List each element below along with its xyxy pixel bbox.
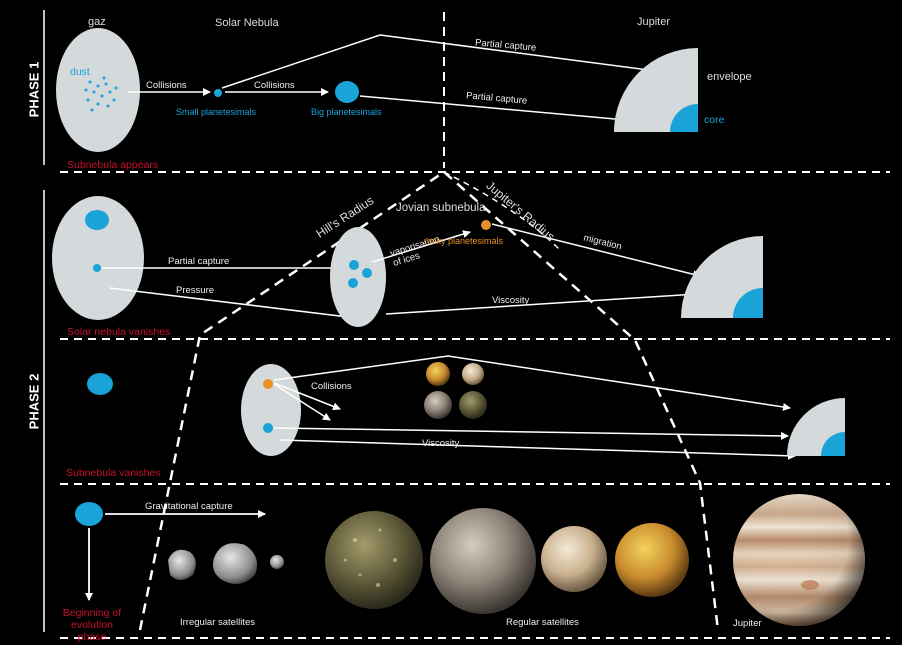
jupiters-radius-boundary xyxy=(443,171,561,251)
small-planetesimals-label: Small planetesimals xyxy=(176,107,257,117)
viscosity-label-p2b: Viscosity xyxy=(422,438,460,449)
moon-callisto xyxy=(325,511,423,609)
irregular-satellite-1 xyxy=(168,549,196,580)
subnebula-appears-label: Subnebula appears xyxy=(67,159,159,171)
arrow-collisions-p2b-a xyxy=(273,382,341,411)
irregular-satellites-label: Irregular satellites xyxy=(180,617,255,628)
jupiter-core-quarter xyxy=(670,104,698,132)
arrow-viscosity-p2a xyxy=(385,289,713,315)
collisions-label-p2b: Collisions xyxy=(311,381,352,392)
rocky-planetesimal xyxy=(481,220,491,230)
regular-satellites-label: Regular satellites xyxy=(506,617,579,628)
jupiter-core-p2a xyxy=(733,288,763,318)
dust-particles xyxy=(84,76,118,112)
jupiter-label-bottom: Jupiter xyxy=(733,618,762,629)
arrow-vaporisation xyxy=(371,230,471,263)
arrow-pressure xyxy=(109,287,357,322)
subnebula-planetesimal-2 xyxy=(362,268,372,278)
icy-planetesimal-p2b xyxy=(263,423,273,433)
header-gaz: gaz xyxy=(88,16,106,28)
phase1-label: PHASE 1 xyxy=(26,61,42,118)
rocky-planetesimals-label: rocky planetesimals xyxy=(424,236,504,246)
jupiter-shading xyxy=(733,494,865,626)
frame-border xyxy=(7,7,895,638)
irregular-satellite-3 xyxy=(270,555,284,569)
jovian-subnebula-cloud xyxy=(330,227,386,327)
big-planetesimals-label: Big planetesimals xyxy=(311,107,382,117)
pressure-label: Pressure xyxy=(176,285,215,296)
moon-ganymede-small xyxy=(424,391,452,419)
phase2-label: PHASE 2 xyxy=(26,373,42,430)
collisions-label-1: Collisions xyxy=(146,80,187,91)
moon-ganymede xyxy=(430,508,536,614)
envelope-label: envelope xyxy=(707,71,752,83)
arrow-viscosity-p2b xyxy=(279,439,796,460)
small-planetesimal xyxy=(214,89,222,97)
jupiter-envelope-quarter xyxy=(614,48,698,132)
beginning-evolution-label: Beginning of evolution phase xyxy=(62,607,122,643)
jupiter-core-p2b xyxy=(821,432,845,456)
core-label: core xyxy=(704,114,725,126)
viscosity-label-p2a: Viscosity xyxy=(492,295,530,306)
remnant-blob xyxy=(87,373,113,395)
header-solar-nebula: Solar Nebula xyxy=(215,17,279,29)
moon-callisto-small xyxy=(459,391,487,419)
arrow-partial-capture-1 xyxy=(221,34,665,89)
rocky-planetesimal-p2b xyxy=(263,379,273,389)
hills-radius-boundary xyxy=(138,170,720,631)
subnebula-planetesimal-1 xyxy=(349,260,359,270)
arrow-upper-p2b xyxy=(273,355,791,411)
gravitational-capture-label: Gravitational capture xyxy=(145,501,233,512)
moon-europa-small xyxy=(462,363,484,385)
callisto-craters xyxy=(343,528,397,587)
header-jupiter: Jupiter xyxy=(637,16,671,28)
final-blob xyxy=(75,502,103,526)
gas-cloud xyxy=(56,28,140,152)
moon-io xyxy=(615,523,689,597)
nebula-blob xyxy=(85,210,109,230)
big-planetesimal xyxy=(335,81,359,103)
solar-nebula-vanishes-label: Solar nebula vanishes xyxy=(67,326,171,338)
arrow-collisions-p2b-b xyxy=(273,383,331,421)
moon-europa xyxy=(541,526,607,592)
subnebula-planetesimal-3 xyxy=(348,278,358,288)
nebula-planetesimal xyxy=(93,264,101,272)
moon-io-small xyxy=(426,362,450,386)
irregular-satellite-2 xyxy=(213,543,258,584)
dust-label: dust xyxy=(70,66,90,78)
collisions-label-2: Collisions xyxy=(254,80,295,91)
partial-capture-label-p2: Partial capture xyxy=(168,256,230,267)
arrow-lower-p2b xyxy=(273,427,789,440)
subnebula-vanishes-label: Subnebula vanishes xyxy=(66,467,161,479)
jovian-subnebula-label: Jovian subnebula xyxy=(396,202,486,214)
arrow-migration xyxy=(491,223,701,279)
